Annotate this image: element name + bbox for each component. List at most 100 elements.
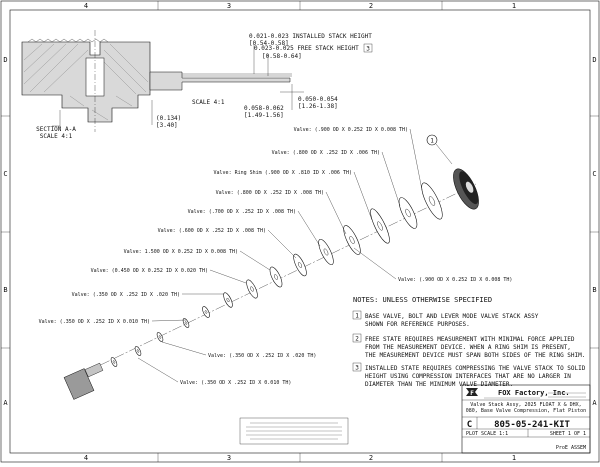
shim-callout: Valve: (.700 OD X .252 ID X .008 TH)	[188, 209, 296, 215]
zone-col-label: 2	[369, 454, 373, 462]
zone-row-label: C	[3, 170, 7, 178]
valve-shim	[182, 318, 190, 328]
detail-dimension: 0.050-0.054	[298, 96, 338, 103]
note-text: FROM THE MEASUREMENT DEVICE. WHEN A RING…	[365, 344, 571, 351]
note-text: BASE VALVE, BOLT AND LEVER MODE VALVE ST…	[365, 313, 539, 320]
valve-shim	[293, 253, 307, 277]
detail-scale: SCALE 4:1	[192, 99, 225, 106]
valve-shim	[202, 306, 210, 318]
zone-col-label: 4	[84, 2, 88, 10]
leader-line	[267, 229, 297, 259]
shim-callout: Valve: (.900 OD X 0.252 ID X 0.008 TH)	[294, 127, 408, 133]
section-scale: SCALE 4:1	[40, 133, 73, 140]
svg-text:F: F	[470, 390, 474, 397]
zone-row-label: A	[3, 399, 8, 407]
section-label: SECTION A-A	[36, 126, 76, 133]
detail-dimension-mm: [1.26-1.38]	[298, 103, 338, 110]
zone-col-label: 1	[512, 2, 516, 10]
shim-callout: Valve: (.600 OD X .252 ID X .008 TH)	[158, 228, 266, 234]
note-text: HEIGHT USING COMPRESSION INTERFACES THAT…	[365, 373, 571, 380]
valve-shim	[156, 332, 164, 342]
section-dimension-mm: [3.40]	[156, 122, 178, 129]
shim-callout: Valve: (.350 OD X .252 ID X 0.010 TH)	[39, 319, 150, 325]
note-text: SHOWN FOR REFERENCE PURPOSES.	[365, 321, 470, 328]
notes: NOTES: UNLESS OTHERWISE SPECIFIED 1 BASE…	[352, 296, 586, 388]
detail-view: 0.021-0.023 INSTALLED STACK HEIGHT [0.54…	[149, 33, 372, 119]
plot-scale: PLOT SCALE 1:1	[466, 431, 508, 437]
zone-row-label: B	[592, 286, 596, 294]
note-number: 3	[355, 365, 359, 372]
installed-stack-height-mm: [0.54-0.58]	[249, 40, 289, 47]
bolt	[63, 362, 104, 400]
zone-row-label: D	[3, 56, 7, 64]
leader-line	[209, 269, 247, 284]
leader-line	[409, 128, 423, 191]
cad-footer: ProE ASSEM	[556, 445, 586, 451]
leader-line	[353, 247, 397, 280]
valve-shim	[269, 266, 283, 288]
title-block: F FOX Factory, Inc. Valve Stack Assy, 20…	[461, 384, 591, 454]
leader-line	[239, 250, 271, 271]
valve-shim	[110, 357, 118, 367]
leader-line	[161, 341, 207, 356]
detail-dimension: 0.058-0.062	[244, 105, 284, 112]
zone-row-label: A	[592, 399, 597, 407]
leader-line	[151, 319, 187, 322]
base-valve-piston	[453, 168, 479, 210]
proprietary-notice	[239, 417, 349, 445]
note-text: INSTALLED STATE REQUIRES COMPRESSING THE…	[365, 365, 586, 372]
leader-line	[137, 357, 179, 383]
valve-shim	[223, 292, 233, 308]
valve-shim	[318, 238, 334, 266]
note-text: DIAMETER THAN THE MINIMUM VALVE DIAMETER…	[365, 381, 513, 388]
zone-col-label: 3	[227, 2, 231, 10]
valve-shim	[421, 182, 443, 220]
valve-shim	[246, 279, 258, 299]
company-name: FOX Factory, Inc.	[498, 389, 570, 397]
shim-callout: Valve: (.350 OD X .252 ID X 0.010 TH)	[180, 380, 291, 386]
shim-callout: Valve: (.350 OD X .252 ID X .020 TH)	[208, 353, 316, 359]
valve-shim	[343, 225, 361, 255]
zone-row-label: B	[3, 286, 7, 294]
section-view: SECTION A-A SCALE 4:1 (0.134) [3.40]	[21, 30, 181, 140]
drawing-number: 805-05-241-KIT	[494, 420, 570, 430]
note-number: 1	[355, 313, 359, 320]
exploded-valve-stack: 1 Valve: (.900 OD X 0.252 ID X 0.008 TH)…	[39, 127, 512, 400]
shim-callout: Valve: (.900 OD X 0.252 ID X 0.008 TH)	[398, 277, 512, 283]
shim-callout: Valve: 1.500 OD X 0.252 ID X 0.008 TH)	[124, 249, 238, 255]
note-number: 2	[355, 336, 359, 343]
leader-line	[353, 171, 373, 221]
leader-line	[297, 210, 321, 247]
leader-line	[325, 191, 347, 235]
zone-row-label: D	[592, 56, 596, 64]
valve-shim	[370, 208, 390, 244]
zone-col-label: 4	[84, 454, 88, 462]
valve-shim	[134, 346, 142, 356]
shim-callout: Valve: Ring Shim (.900 OD X .810 ID X .0…	[214, 170, 352, 176]
free-stack-height: 0.023-0.025 FREE STACK HEIGHT	[254, 45, 359, 52]
valve-shim	[398, 197, 418, 229]
drawing-title: Valve Stack Assy, 2025 FLOAT X & DHX, 08…	[465, 402, 587, 414]
free-stack-height-mm: [0.58-0.64]	[262, 53, 302, 60]
shim-callout: Valve: (.350 OD X .252 ID X .020 TH)	[72, 292, 180, 298]
note-flag: 3	[366, 46, 370, 53]
leader-line	[381, 151, 401, 207]
shim-callout: Valve: (.800 OD X .252 ID X .006 TH)	[272, 150, 380, 156]
valve-shims	[110, 182, 443, 367]
fox-logo: F	[466, 388, 478, 397]
balloon	[426, 134, 438, 146]
zone-row-label: C	[592, 170, 596, 178]
section-dimension: (0.134)	[156, 115, 181, 122]
shim-callout: Valve: (.800 OD X .252 ID X .008 TH)	[216, 190, 324, 196]
note-text: FREE STATE REQUIRES MEASUREMENT WITH MIN…	[365, 336, 575, 343]
sheet-size: C	[467, 420, 472, 430]
zone-col-label: 3	[227, 454, 231, 462]
zone-col-label: 1	[512, 454, 516, 462]
zone-col-label: 2	[369, 2, 373, 10]
installed-stack-height: 0.021-0.023 INSTALLED STACK HEIGHT	[249, 33, 372, 40]
detail-dimension-mm: [1.49-1.56]	[244, 112, 284, 119]
shim-callout: Valve: (0.450 OD X 0.252 ID X 0.020 TH)	[91, 268, 208, 274]
